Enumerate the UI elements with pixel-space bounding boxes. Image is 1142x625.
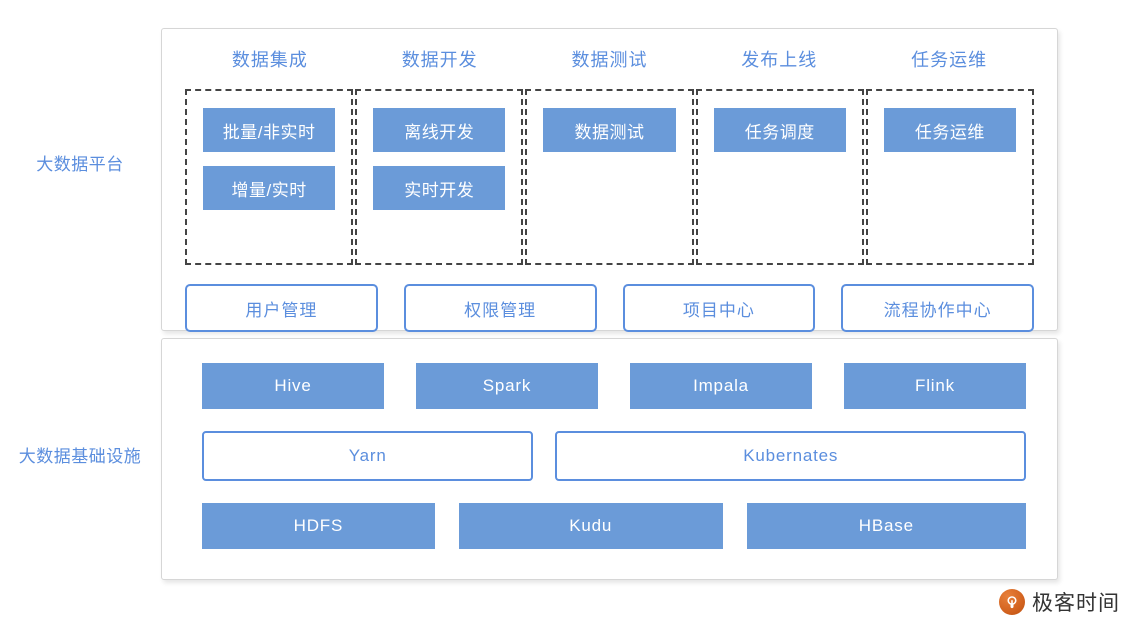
stage-column-2: 离线开发实时开发 [355,89,524,265]
stage-column-row: 批量/非实时增量/实时离线开发实时开发数据测试任务调度任务运维 [185,89,1035,265]
stage-item-chip[interactable]: 任务运维 [883,108,1017,152]
stage-column-4: 任务调度 [695,89,864,265]
stage-header-1: 数据集成 [231,50,308,70]
storage-row: HDFS Kudu HBase [202,503,1026,549]
engine-chip[interactable]: Spark [416,363,598,409]
stage-header-3: 数据测试 [571,50,648,70]
infrastructure-panel: Hive Spark Impala Flink Yarn Kubernates HDFS… [161,338,1058,580]
brand-name: 极客时间 [1032,592,1120,615]
stage-item-chip[interactable]: 离线开发 [373,108,506,152]
stage-item-chip[interactable]: 数据测试 [543,108,676,152]
capability-box[interactable]: 权限管理 [403,284,597,332]
row-label-infrastructure: 大数据基础设施 [18,447,142,466]
storage-chip[interactable]: Kudu [458,503,723,549]
stage-header-5: 任务运维 [911,50,988,70]
engine-chip[interactable]: Hive [202,363,384,409]
stage-header-row: 数据集成 数据开发 数据测试 发布上线 任务运维 [185,46,1034,72]
resource-manager-box[interactable]: Yarn [202,431,534,481]
stage-item-chip[interactable]: 任务调度 [713,108,846,152]
engine-chip[interactable]: Flink [844,363,1026,409]
stage-column-3: 数据测试 [525,89,694,265]
storage-chip[interactable]: HDFS [202,503,435,549]
stage-column-1: 批量/非实时增量/实时 [185,89,354,265]
geektime-logo-icon [999,589,1025,615]
resource-manager-row: Yarn Kubernates [202,431,1026,481]
stage-header-2: 数据开发 [401,50,478,70]
capability-box[interactable]: 项目中心 [622,284,816,332]
engine-row: Hive Spark Impala Flink [202,363,1026,409]
platform-panel: 数据集成数据开发数据测试发布上线任务运维 批量/非实时增量/实时离线开发实时开发… [161,28,1058,332]
engine-chip[interactable]: Impala [630,363,812,409]
capability-box[interactable]: 流程协作中心 [841,284,1034,332]
storage-chip[interactable]: HBase [746,503,1026,549]
stage-header-4: 发布上线 [741,50,818,70]
brand-logo: 极客时间 [999,587,1120,617]
stage-item-chip[interactable]: 增量/实时 [203,166,336,210]
capability-row: 用户管理权限管理项目中心流程协作中心 [185,284,1034,332]
stage-item-chip[interactable]: 批量/非实时 [203,108,336,152]
capability-box[interactable]: 用户管理 [185,284,378,332]
resource-manager-box[interactable]: Kubernates [555,431,1026,481]
stage-item-chip[interactable]: 实时开发 [373,166,506,210]
stage-column-5: 任务运维 [865,89,1035,265]
row-label-platform: 大数据平台 [36,155,124,174]
